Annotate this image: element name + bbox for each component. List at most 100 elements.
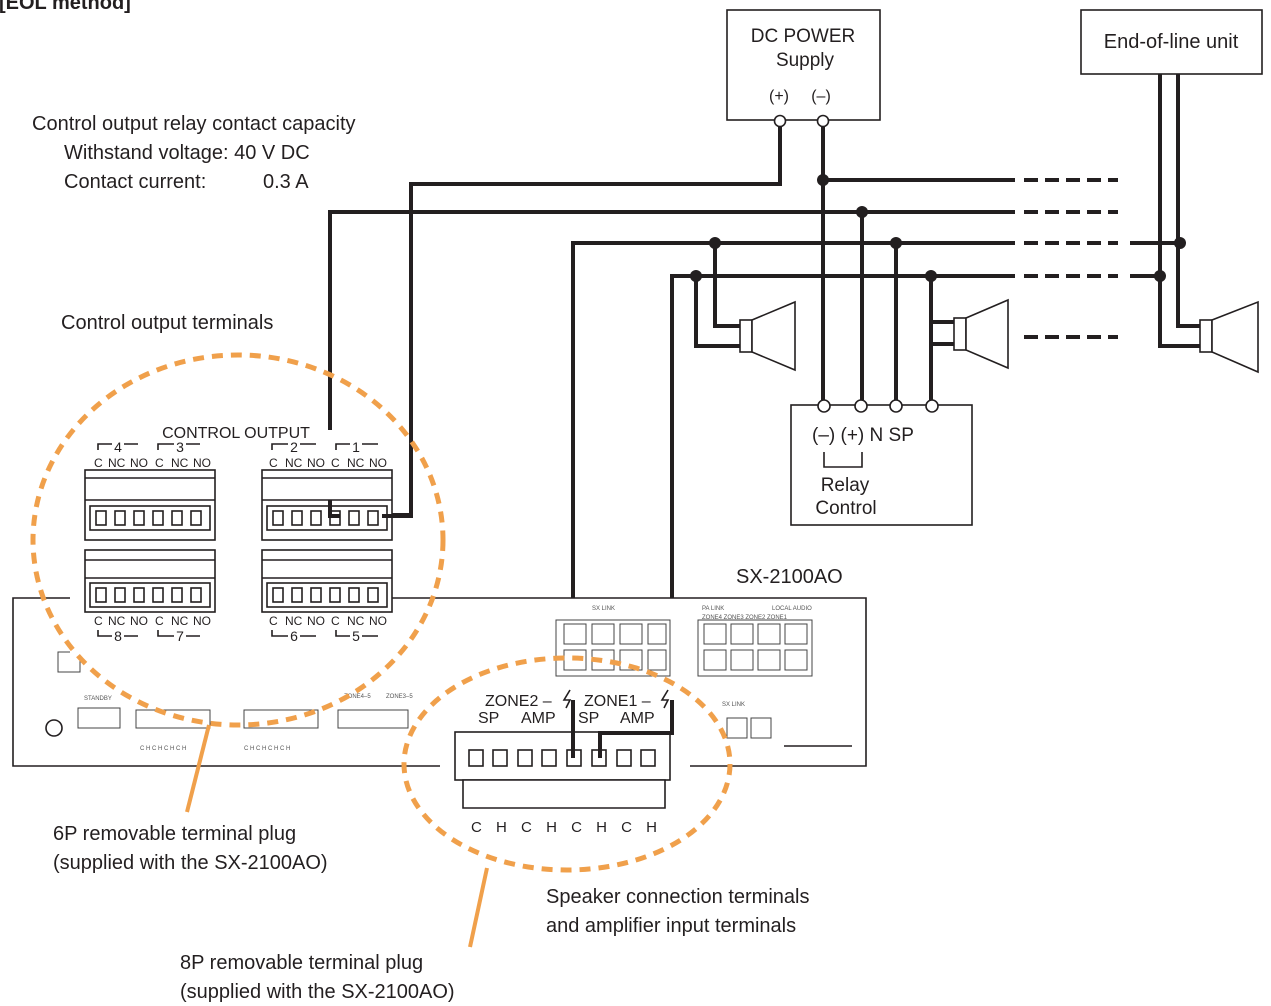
terminal-strip — [135, 709, 211, 729]
group-number: 1 — [352, 439, 360, 455]
junction-dot — [817, 174, 829, 186]
dc-power-plus: (+) — [769, 88, 789, 105]
junction-dot — [890, 237, 902, 249]
local-audio-fine-print: LOCAL AUDIO — [772, 606, 812, 612]
speaker-terminals-line1: Speaker connection terminals — [546, 886, 809, 908]
zone2-sp-label: SP — [478, 710, 499, 727]
group-number: 6 — [290, 628, 298, 644]
group-number: 5 — [352, 628, 360, 644]
wire-zone1-amp — [598, 700, 674, 758]
zone1-sp-label: SP — [578, 710, 599, 727]
control-output-callout — [30, 352, 446, 728]
ch-pins-fine-print: C H C H C H C H — [244, 746, 290, 752]
dc-power-minus: (–) — [811, 88, 831, 105]
relay-terminal — [925, 399, 939, 413]
plug-6p-line2: (supplied with the SX-2100AO) — [53, 852, 328, 874]
zone1-label: ZONE1 – — [584, 693, 651, 710]
standby-fine-print: STANDBY — [84, 696, 112, 702]
svg-text:NO: NO — [307, 614, 325, 628]
group-number: 4 — [114, 439, 122, 455]
junction-dot — [709, 237, 721, 249]
upper-pin-labels: C NC NO C NC NO C NC NO C NC NO — [94, 456, 387, 470]
group-number: 2 — [290, 439, 298, 455]
relay-spec-current-value: 0.3 A — [263, 171, 309, 193]
rj45-port-group: SX LINK PA LINK LOCAL AUDIO ZONE4 ZONE3 … — [555, 606, 852, 747]
svg-text:NC: NC — [285, 614, 303, 628]
wire-ch1-c — [328, 500, 340, 518]
lower-group-labels: 8 7 6 5 — [97, 628, 378, 644]
relay-spec-heading: Control output relay contact capacity — [32, 113, 356, 135]
junction-dot — [925, 270, 937, 282]
lower-pin-labels: C NC NO C NC NO C NC NO C NC NO — [94, 614, 387, 628]
svg-text:NO: NO — [307, 456, 325, 470]
zone2-amp-label: AMP — [521, 710, 556, 727]
speaker-icon — [739, 300, 796, 372]
svg-text:C: C — [331, 614, 340, 628]
pa-link-fine-print: PA LINK — [702, 606, 724, 612]
svg-text:C: C — [269, 614, 278, 628]
svg-text:NO: NO — [369, 456, 387, 470]
group-number: 3 — [176, 439, 184, 455]
terminal-strip — [337, 709, 409, 729]
svg-text:NC: NC — [347, 456, 365, 470]
dc-minus-terminal — [816, 114, 830, 128]
speaker-icon — [953, 298, 1009, 370]
junction-dot — [690, 270, 702, 282]
upper-group-labels: 4 3 2 1 — [97, 439, 378, 455]
plug-8p-line2: (supplied with the SX-2100AO) — [180, 981, 455, 1003]
zone3-fine-print: ZONE3–5 — [386, 694, 413, 700]
plug-6p-leader — [185, 724, 211, 813]
relay-control-line1: Relay — [821, 475, 870, 496]
plug-6p-line1: 6P removable terminal plug — [53, 823, 296, 845]
svg-text:NC: NC — [285, 456, 303, 470]
relay-spec-current-label: Contact current: — [64, 171, 206, 193]
relay-terminal — [889, 399, 903, 413]
ch-pins-fine-print: C H C H C H C H — [140, 746, 186, 752]
relay-terminal-labels: (–) (+) N SP — [812, 425, 914, 446]
terminal-plug-lower-left — [84, 549, 216, 613]
control-output-block: CONTROL OUTPUT 4 3 2 1 C NC NO C NC NO C… — [70, 425, 393, 660]
dc-power-supply: DC POWER Supply (+) (–) — [726, 9, 881, 121]
svg-text:C: C — [269, 456, 278, 470]
svg-text:NC: NC — [108, 456, 126, 470]
svg-text:NC: NC — [171, 614, 189, 628]
dc-power-line2: Supply — [776, 50, 835, 71]
zone2-label: ZONE2 – — [485, 693, 552, 710]
svg-text:NC: NC — [108, 614, 126, 628]
zone-terminal-callout — [401, 655, 733, 873]
junction-dot — [856, 206, 868, 218]
dc-power-line1: DC POWER — [751, 26, 856, 47]
terminal-plug-upper-left — [84, 469, 216, 541]
relay-spec-withstand: Withstand voltage: 40 V DC — [64, 142, 310, 164]
junction-dot — [1154, 270, 1166, 282]
group-number: 8 — [114, 628, 122, 644]
terminal-plug-upper-right — [261, 469, 393, 541]
svg-text:NO: NO — [130, 456, 148, 470]
device-model: SX-2100AO — [736, 566, 843, 588]
dc-plus-terminal — [773, 114, 787, 128]
speaker-icon — [1199, 300, 1259, 374]
zone-bottom-pins: C H C H C H C H — [471, 819, 657, 836]
end-of-line-unit: End-of-line unit — [1080, 9, 1263, 75]
zone-labels-fine-print: ZONE4 ZONE3 ZONE2 ZONE1 — [702, 615, 788, 621]
sx-link-lower-fine-print: SX LINK — [722, 702, 745, 708]
diagram-title: [EOL method] — [0, 0, 131, 14]
plug-8p-leader — [468, 867, 489, 948]
relay-control-box: (–) (+) N SP Relay Control — [790, 399, 973, 526]
svg-text:C: C — [155, 456, 164, 470]
speaker-terminals-line2: and amplifier input terminals — [546, 915, 796, 937]
zone-terminal-block: ZONE2 – ZONE1 – SP AMP SP AMP C H C H C … — [440, 680, 690, 840]
relay-control-line2: Control — [815, 498, 876, 519]
wire-ch1-no — [382, 500, 413, 518]
svg-text:NC: NC — [347, 614, 365, 628]
svg-text:C: C — [94, 614, 103, 628]
terminal-plug-lower-right — [261, 549, 393, 613]
junctions — [690, 174, 1186, 282]
control-output-title: CONTROL OUTPUT — [162, 425, 310, 442]
standby-connector — [77, 707, 121, 729]
svg-text:NO: NO — [193, 456, 211, 470]
zone4-fine-print: ZONE4–5 — [344, 694, 371, 700]
svg-text:NC: NC — [171, 456, 189, 470]
junction-dot — [1174, 237, 1186, 249]
